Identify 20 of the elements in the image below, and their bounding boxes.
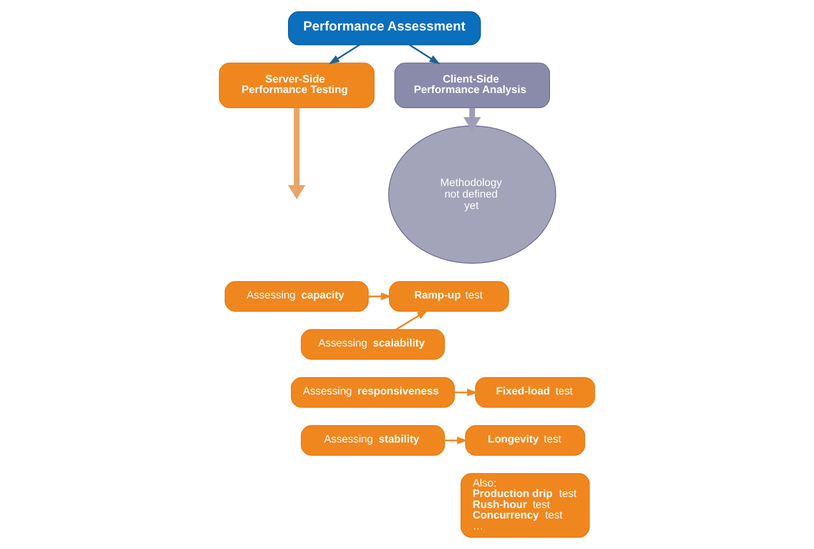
node-box: Client-Side Performance Analysis [394,62,550,108]
node-box: Longevity test [465,425,586,456]
node-box: Assessing responsiveness [290,377,455,408]
node-box: Ramp-up test [389,281,510,312]
arrow [454,388,478,396]
node-box: Assessing capacity [224,281,369,312]
node-box: Server-Side Performance Testing [218,62,375,108]
node-ellipse: Methodology not defined yet [388,126,556,264]
node-box: Performance Assessment [288,11,481,46]
node-box: Assessing stability [300,425,445,456]
arrow [444,436,468,444]
arrow [408,44,440,64]
node-box: Fixed-load test [475,377,596,408]
arrow [396,310,428,330]
node-box: Also: Production drip test Rush-hour test Concurrency test … [460,473,590,538]
arrow [368,292,392,300]
node-box: Assessing scalability [300,329,445,360]
arrow [328,44,360,64]
arrow [288,108,306,200]
arrow [463,108,481,132]
